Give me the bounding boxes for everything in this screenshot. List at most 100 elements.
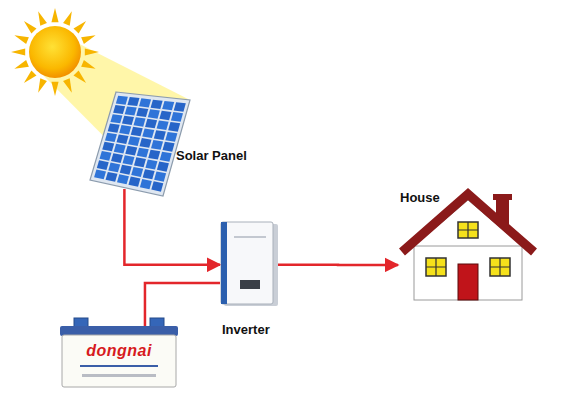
power-wire: [124, 189, 220, 265]
text-holder: House: [400, 188, 440, 206]
device-node: House: [398, 186, 538, 302]
panel-cell: [100, 151, 112, 161]
power-wire: [278, 264, 398, 267]
device-label: Solar Panel: [176, 149, 247, 164]
sun-ray: [14, 60, 29, 69]
panel-cell: [174, 102, 186, 111]
battery-body: [62, 335, 176, 387]
text-holder: dongnai: [60, 342, 178, 360]
panel-cell: [125, 106, 137, 115]
window-cross: [426, 258, 446, 276]
sun-ray: [74, 21, 87, 34]
panel-cell: [116, 96, 128, 105]
panel-cell: [142, 128, 154, 138]
sun-ray: [51, 8, 58, 22]
house-window: [490, 258, 510, 276]
panel-cell: [163, 142, 175, 152]
panel-cell: [134, 157, 146, 167]
panel-cell: [119, 125, 131, 134]
window-cross: [458, 222, 478, 238]
panel-cell: [127, 97, 139, 106]
panel-cell: [111, 153, 123, 163]
panel-cell: [168, 122, 180, 132]
panel-cell: [106, 172, 118, 182]
inverter-display: [240, 280, 260, 289]
panel-cell: [122, 155, 134, 165]
sun-ray: [63, 11, 72, 26]
sun-ray: [11, 48, 25, 55]
panel-cell: [137, 148, 149, 158]
panel-cell: [140, 138, 152, 148]
sun-ray: [81, 60, 96, 69]
sun-disc: [29, 26, 81, 78]
node-outline: [88, 88, 192, 198]
panel-cell: [136, 108, 148, 117]
device-label: House: [400, 191, 440, 206]
panel-cell: [128, 136, 140, 146]
battery-stripe: [80, 365, 158, 367]
panel-cell: [128, 177, 140, 187]
panel-cell: [139, 98, 151, 107]
text-holder: Solar Panel: [176, 146, 247, 164]
sun-ray: [14, 35, 29, 44]
panel-cell: [122, 116, 134, 125]
window-cross: [490, 258, 510, 276]
panel-cell: [154, 171, 166, 181]
sun-ray: [38, 11, 47, 26]
sun-ray: [85, 48, 99, 55]
panel-cell: [157, 120, 169, 130]
sun-ray: [24, 21, 37, 34]
panel-cell: [120, 165, 132, 175]
panel-cell: [151, 140, 163, 150]
device-node: dongnai: [60, 318, 178, 390]
panel-cell: [110, 114, 122, 123]
house-wall: [414, 244, 522, 300]
chimney-cap: [493, 194, 512, 200]
panel-cell: [160, 152, 172, 162]
panel-cell: [148, 109, 160, 118]
sun-ray: [24, 71, 37, 84]
panel-cell: [154, 130, 166, 140]
sun-ray: [63, 78, 72, 93]
sun-ray: [81, 35, 96, 44]
panel-cell: [105, 133, 117, 142]
panel-cell: [157, 162, 169, 172]
panel-cell: [162, 101, 174, 110]
inverter-vent: [234, 236, 266, 238]
panel-cell: [151, 100, 163, 109]
panel-cell: [159, 111, 171, 120]
panel-cell: [151, 181, 163, 191]
sun-ray: [74, 71, 87, 84]
panel-cell: [148, 150, 160, 160]
panel-cell: [108, 163, 120, 173]
sun-rays: [11, 8, 99, 96]
panel-cell: [125, 146, 137, 156]
panel-cell: [94, 170, 106, 180]
node-outline: [220, 222, 278, 306]
inverter-body: [221, 222, 273, 304]
panel-cell: [131, 167, 143, 177]
panel-cell: [131, 127, 143, 136]
brand-label: dongnai: [86, 342, 152, 360]
text-holder: Inverter: [222, 320, 270, 338]
panel-cell: [143, 169, 155, 179]
house-window: [426, 258, 446, 276]
panel-cell: [116, 134, 128, 143]
panel-cell: [165, 132, 177, 142]
device-node: Solar Panel: [88, 88, 192, 198]
sun-ray: [38, 78, 47, 93]
panel-cell: [108, 123, 120, 132]
panel-cell: [97, 160, 109, 170]
sun-ray: [51, 82, 58, 96]
panel-cell: [171, 112, 183, 122]
panel-frame: [90, 92, 190, 196]
device-label: Inverter: [222, 323, 270, 338]
panel-cell: [145, 159, 157, 169]
device-node: Inverter: [220, 222, 278, 306]
panel-cell: [140, 179, 152, 189]
panel-cell: [114, 144, 126, 154]
house-door: [458, 264, 478, 300]
panel-cell: [134, 117, 146, 126]
panel-cell: [113, 105, 125, 114]
